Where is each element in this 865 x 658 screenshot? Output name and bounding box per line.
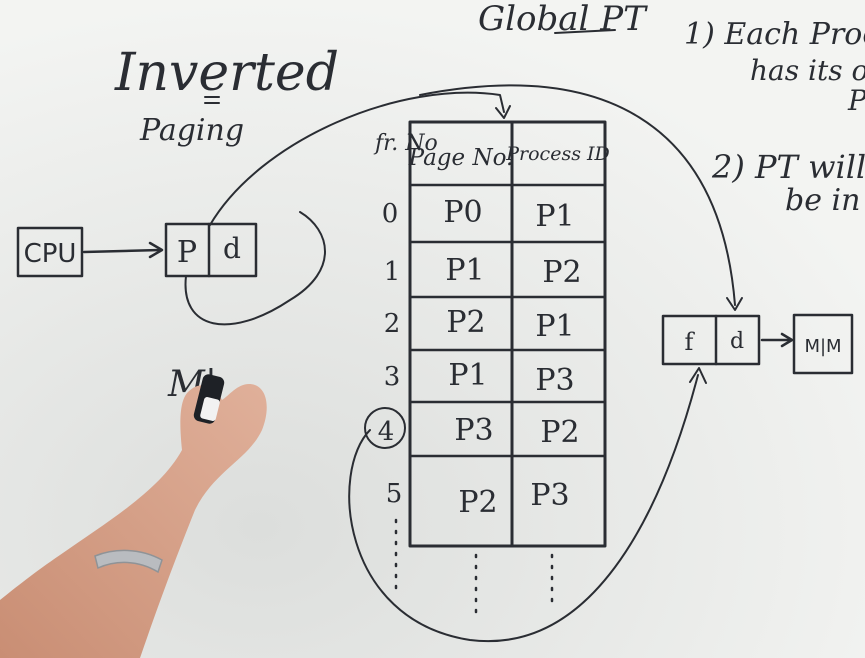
physical-address: f d [661,314,761,366]
pid-cell: P3 [530,478,569,513]
table-row: 5 P2 P3 [386,478,570,520]
pid-cell: P1 [535,199,574,234]
frame-number-header: fr. No [373,131,438,156]
page-cell: P1 [445,253,484,288]
note-2-line1: 2) PT will [711,148,865,186]
pid-cell: P3 [535,363,574,398]
notes: 1) Each Process has its o P 2) PT will b… [684,17,865,218]
header-process-id: Process ID [505,143,609,165]
presenter-hand [0,374,267,658]
note-1-line3: P [847,84,865,117]
memory-label: M|M [804,336,841,357]
frame-cell: 3 [384,362,401,392]
pid-cell: P2 [542,255,581,290]
bracelet [94,549,163,574]
cpu-arrow [82,248,162,254]
title-line2: Paging [139,113,244,148]
page-cell: P0 [443,195,482,230]
frame-cell: 5 [386,479,403,509]
mm-arrowhead [780,332,794,348]
title-underline [204,96,220,104]
cpu-label: CPU [24,239,77,269]
frame-cell: 0 [382,199,399,229]
logical-d: d [223,232,241,265]
note-2-line2: be in [785,183,860,218]
table-row: 0 P0 P1 [382,195,575,234]
table-border [408,120,607,548]
physical-f: f [685,328,696,356]
frame-cell: 2 [384,309,401,339]
pid-cell: P2 [540,415,579,450]
inverted-page-table: fr. No Page No. Process ID 0 P0 P1 1 P1 … [364,120,610,622]
title-line1: Inverted [114,43,339,103]
page-cell: P2 [458,485,497,520]
frame-cell: 1 [384,257,401,287]
page-cell: P1 [448,358,487,393]
cpu-box: CPU [16,226,84,278]
page-cell: P2 [446,305,485,340]
table-row: 4 P3 P2 [364,407,580,450]
marker-label [200,397,220,421]
pid-cell: P1 [535,309,574,344]
table-row: 1 P1 P2 [384,253,582,290]
table-top-arrowhead [495,105,511,119]
curve-to-d [419,84,736,306]
logical-p: P [177,235,197,270]
frame-cell: 4 [378,417,395,447]
main-memory-box: M|M [792,313,854,375]
f-arrowhead [689,367,707,384]
cpu-arrowhead [148,241,164,259]
curve-frame-to-f [348,374,699,643]
continuation-dots [394,518,554,622]
top-underline [554,29,616,34]
table-row: 2 P2 P1 [384,305,575,344]
header-page-no: Page No. [408,145,514,171]
page-cell: P3 [454,413,493,448]
title: Inverted Paging [114,43,339,148]
curve-to-table-top [209,91,505,226]
d-arrowhead [726,297,743,311]
logical-address: P d [164,222,258,278]
frame-4-circle [364,407,406,449]
curve-p-loop [184,211,326,326]
note-1-line2: has its o [750,54,865,87]
physical-d: d [730,329,744,354]
table-row: 3 P1 P3 [384,358,575,398]
arm [0,383,267,658]
note-1-line1: 1) Each Process [684,17,865,52]
